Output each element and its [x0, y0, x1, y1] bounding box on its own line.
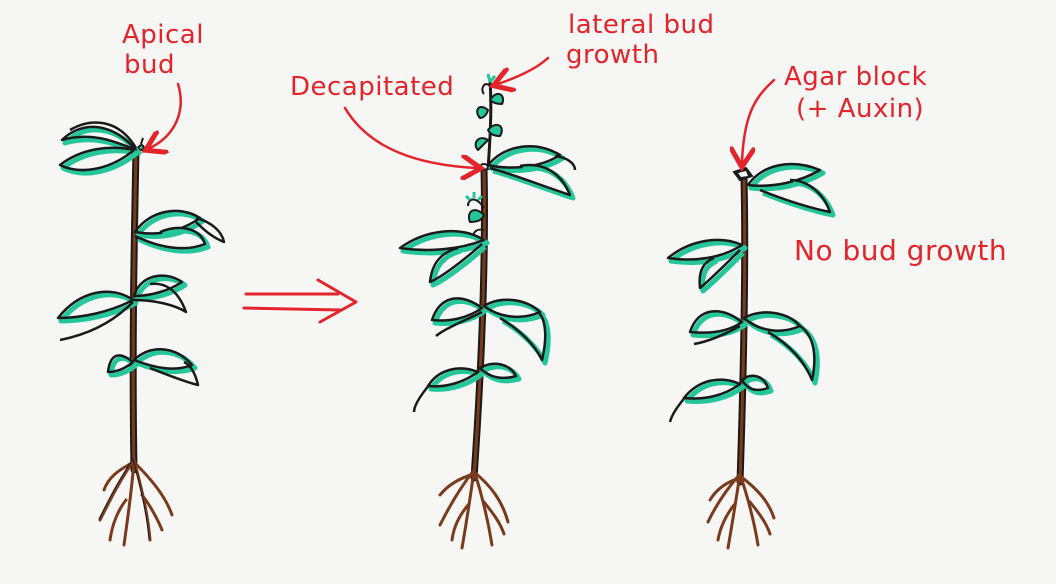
agar-block-plant-leaves	[668, 164, 833, 422]
intact-plant	[58, 123, 224, 545]
agar-block	[734, 168, 752, 180]
lateral-bud-label-line2: growth	[566, 40, 659, 70]
no-bud-growth-label: No bud growth	[794, 236, 1007, 266]
decapitated-plant	[400, 74, 575, 548]
apical-bud-pointer	[150, 84, 181, 148]
decapitated-pointer	[345, 108, 476, 168]
lateral-bud-pointer	[498, 58, 548, 84]
transition-arrow	[244, 280, 356, 322]
lateral-bud-label-line1: lateral bud	[568, 10, 714, 40]
decapitated-label: Decapitated	[290, 72, 454, 102]
agar-block-plant	[668, 164, 833, 548]
intact-plant-stem	[133, 150, 136, 470]
agar-block-label-line1: Agar block	[784, 62, 927, 92]
apical-bud	[138, 138, 144, 150]
apical-bud-label-line2: bud	[124, 50, 175, 80]
decapitated-plant-roots	[440, 470, 508, 548]
apical-bud-label-line1: Apical	[122, 20, 204, 50]
annotation-pointers	[150, 58, 774, 168]
intact-plant-leaves	[58, 123, 224, 385]
agar-block-label-line2: (+ Auxin)	[796, 94, 924, 124]
agar-block-pointer	[742, 80, 774, 162]
